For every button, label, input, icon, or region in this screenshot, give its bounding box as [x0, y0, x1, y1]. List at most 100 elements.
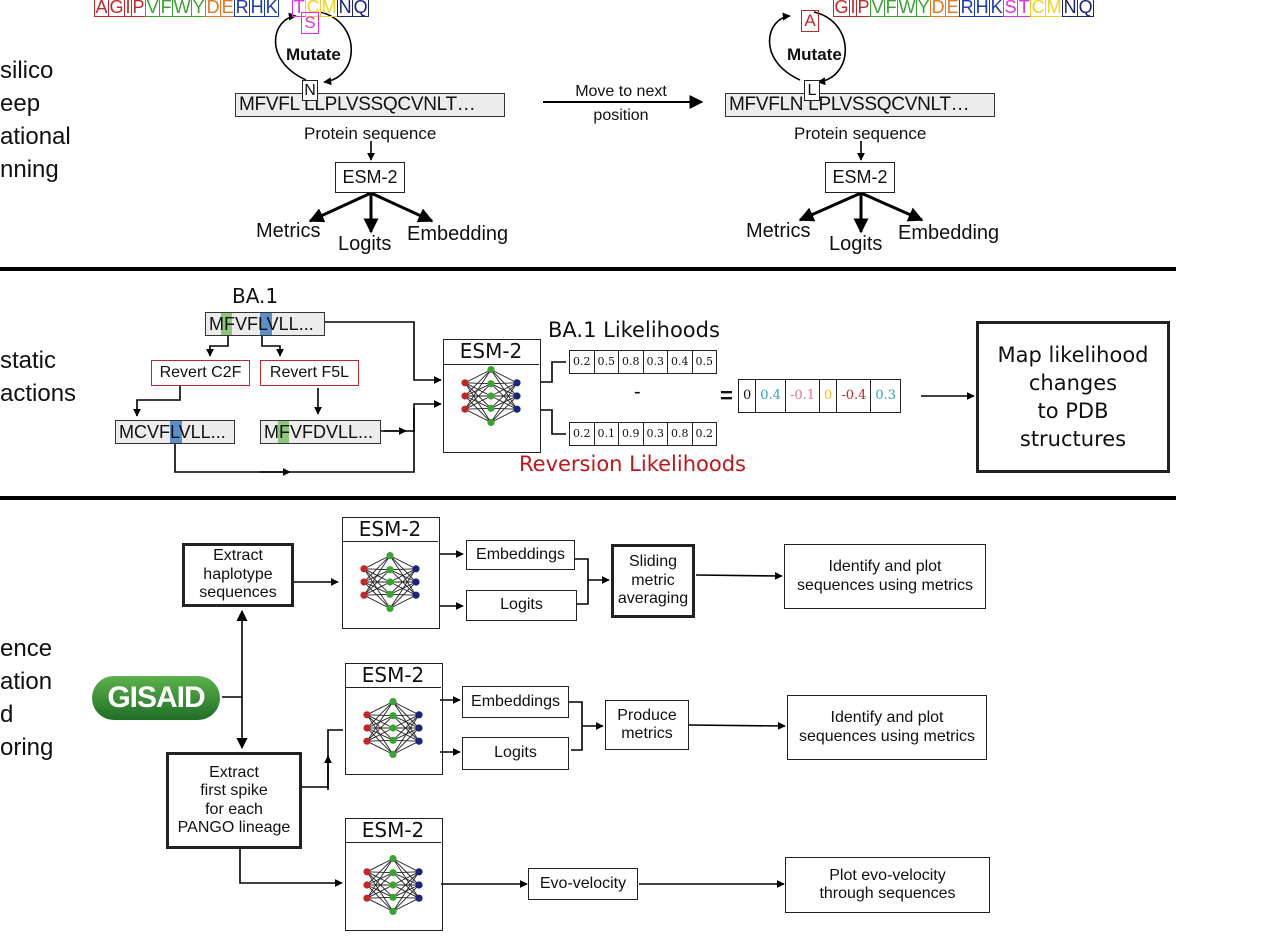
amino-acid-K: K	[989, 0, 1005, 17]
likelihood-cell: 0.3	[642, 351, 668, 373]
mutate-label-right: Mutate	[787, 45, 842, 64]
network-node	[487, 392, 495, 400]
likelihood-cell: 0.3	[870, 380, 900, 412]
gisaid-logo: GISAID	[92, 676, 220, 720]
amino-acid-H: H	[974, 0, 991, 17]
protein-sequence-label-left: Protein sequence	[304, 124, 437, 143]
amino-acid-Q: Q	[1077, 0, 1095, 17]
amino-acid-K: K	[264, 0, 280, 17]
ba1-likelihoods-title: BA.1 Likelihoods	[548, 318, 720, 342]
amino-acid-C: C	[1030, 0, 1047, 17]
likelihood-cell: 0.2	[691, 423, 717, 445]
likelihood-cell: 0.1	[593, 423, 619, 445]
esm2-label-s3-bottom: ESM-2	[345, 818, 441, 843]
equals-sign: =	[720, 383, 733, 408]
mutate-loop-left	[274, 12, 307, 81]
amino-acid-Y: Y	[916, 0, 932, 17]
revert-f5l-box: Revert F5L	[260, 360, 359, 386]
network-node	[389, 855, 397, 863]
amino-acid-W: W	[897, 0, 918, 17]
likelihood-cell: -0.4	[836, 380, 870, 412]
likelihood-cell: 0.5	[593, 351, 619, 373]
logits-box-mid: Logits	[462, 737, 569, 770]
likelihood-cell: 0.2	[573, 427, 591, 440]
esm2-label-s3-top: ESM-2	[342, 517, 438, 542]
amino-acid-Y: Y	[191, 0, 207, 17]
minus-sign: -	[634, 381, 641, 403]
amino-acid-V: V	[145, 0, 161, 17]
amino-acid-W: W	[172, 0, 193, 17]
network-node	[363, 711, 371, 719]
candidate-aa-left: S	[301, 12, 319, 34]
network-node	[360, 578, 368, 586]
amino-acid-T: T	[1017, 0, 1032, 17]
mutate-loop-right	[768, 12, 801, 81]
metrics-label-right: Metrics	[746, 220, 811, 242]
amino-acid-P: P	[131, 0, 147, 17]
network-node	[415, 868, 423, 876]
amino-acid-M: M	[320, 0, 339, 17]
ba1-sequence: MFVFLVLL...	[205, 312, 325, 336]
amino-acid-row-left: AGIPVFWYDERHKSTCMNQ	[94, 0, 370, 17]
network-node	[415, 737, 423, 745]
network-node	[415, 881, 423, 889]
likelihood-cell: 0.8	[618, 351, 643, 373]
logits-box-top: Logits	[466, 590, 577, 621]
amino-acid-row-right: AGIPVFWYDERHKSTCMNQ	[820, 0, 1095, 17]
amino-acid-H: H	[249, 0, 266, 17]
neural-net-icons	[360, 366, 521, 916]
network-node	[386, 566, 394, 574]
network-node	[389, 869, 397, 877]
network-node	[363, 724, 371, 732]
logits-label-right: Logits	[829, 233, 883, 255]
embeddings-box-mid: Embeddings	[462, 686, 569, 718]
revert-c2f-box: Revert C2F	[151, 360, 250, 386]
network-node	[386, 578, 394, 586]
network-node	[412, 565, 420, 573]
move-label: Move to next position	[575, 83, 667, 124]
network-node	[363, 868, 371, 876]
network-node	[389, 736, 397, 744]
amino-acid-P: P	[856, 0, 872, 17]
network-node	[487, 404, 495, 412]
network-node	[487, 366, 495, 374]
network-node	[363, 881, 371, 889]
esm2-box-s1-left: ESM-2	[335, 162, 405, 193]
amino-acid-D: D	[205, 0, 222, 17]
esm2-label-s3-mid: ESM-2	[345, 663, 441, 688]
likelihood-cell: -0.1	[784, 380, 819, 412]
network-node	[389, 907, 397, 916]
evo-velocity-box: Evo-velocity	[528, 868, 638, 900]
protein-sequence-right: MFVFLN LPLVSSQCVNLT…	[725, 93, 995, 117]
network-node	[389, 881, 397, 889]
amino-acid-A: A	[94, 0, 110, 17]
esm2-box-s3-mid	[345, 663, 443, 775]
esm2-box-s2	[443, 339, 541, 453]
mutation-site-right: L	[804, 80, 820, 101]
network-node	[386, 604, 394, 613]
network-node	[389, 750, 397, 759]
mutate-loop-left-b	[319, 11, 353, 86]
logits-label-left: Logits	[338, 233, 392, 255]
network-node	[363, 737, 371, 745]
network-node	[487, 418, 495, 426]
embedding-label-right: Embedding	[898, 222, 1000, 244]
mutate-label-left: Mutate	[286, 45, 341, 64]
network-node	[363, 894, 371, 902]
network-node	[487, 380, 495, 388]
amino-acid-V: V	[870, 0, 886, 17]
amino-acid-R: R	[234, 0, 251, 17]
amino-acid-S: S	[1003, 0, 1019, 17]
mutation-site-left: N	[302, 80, 318, 101]
